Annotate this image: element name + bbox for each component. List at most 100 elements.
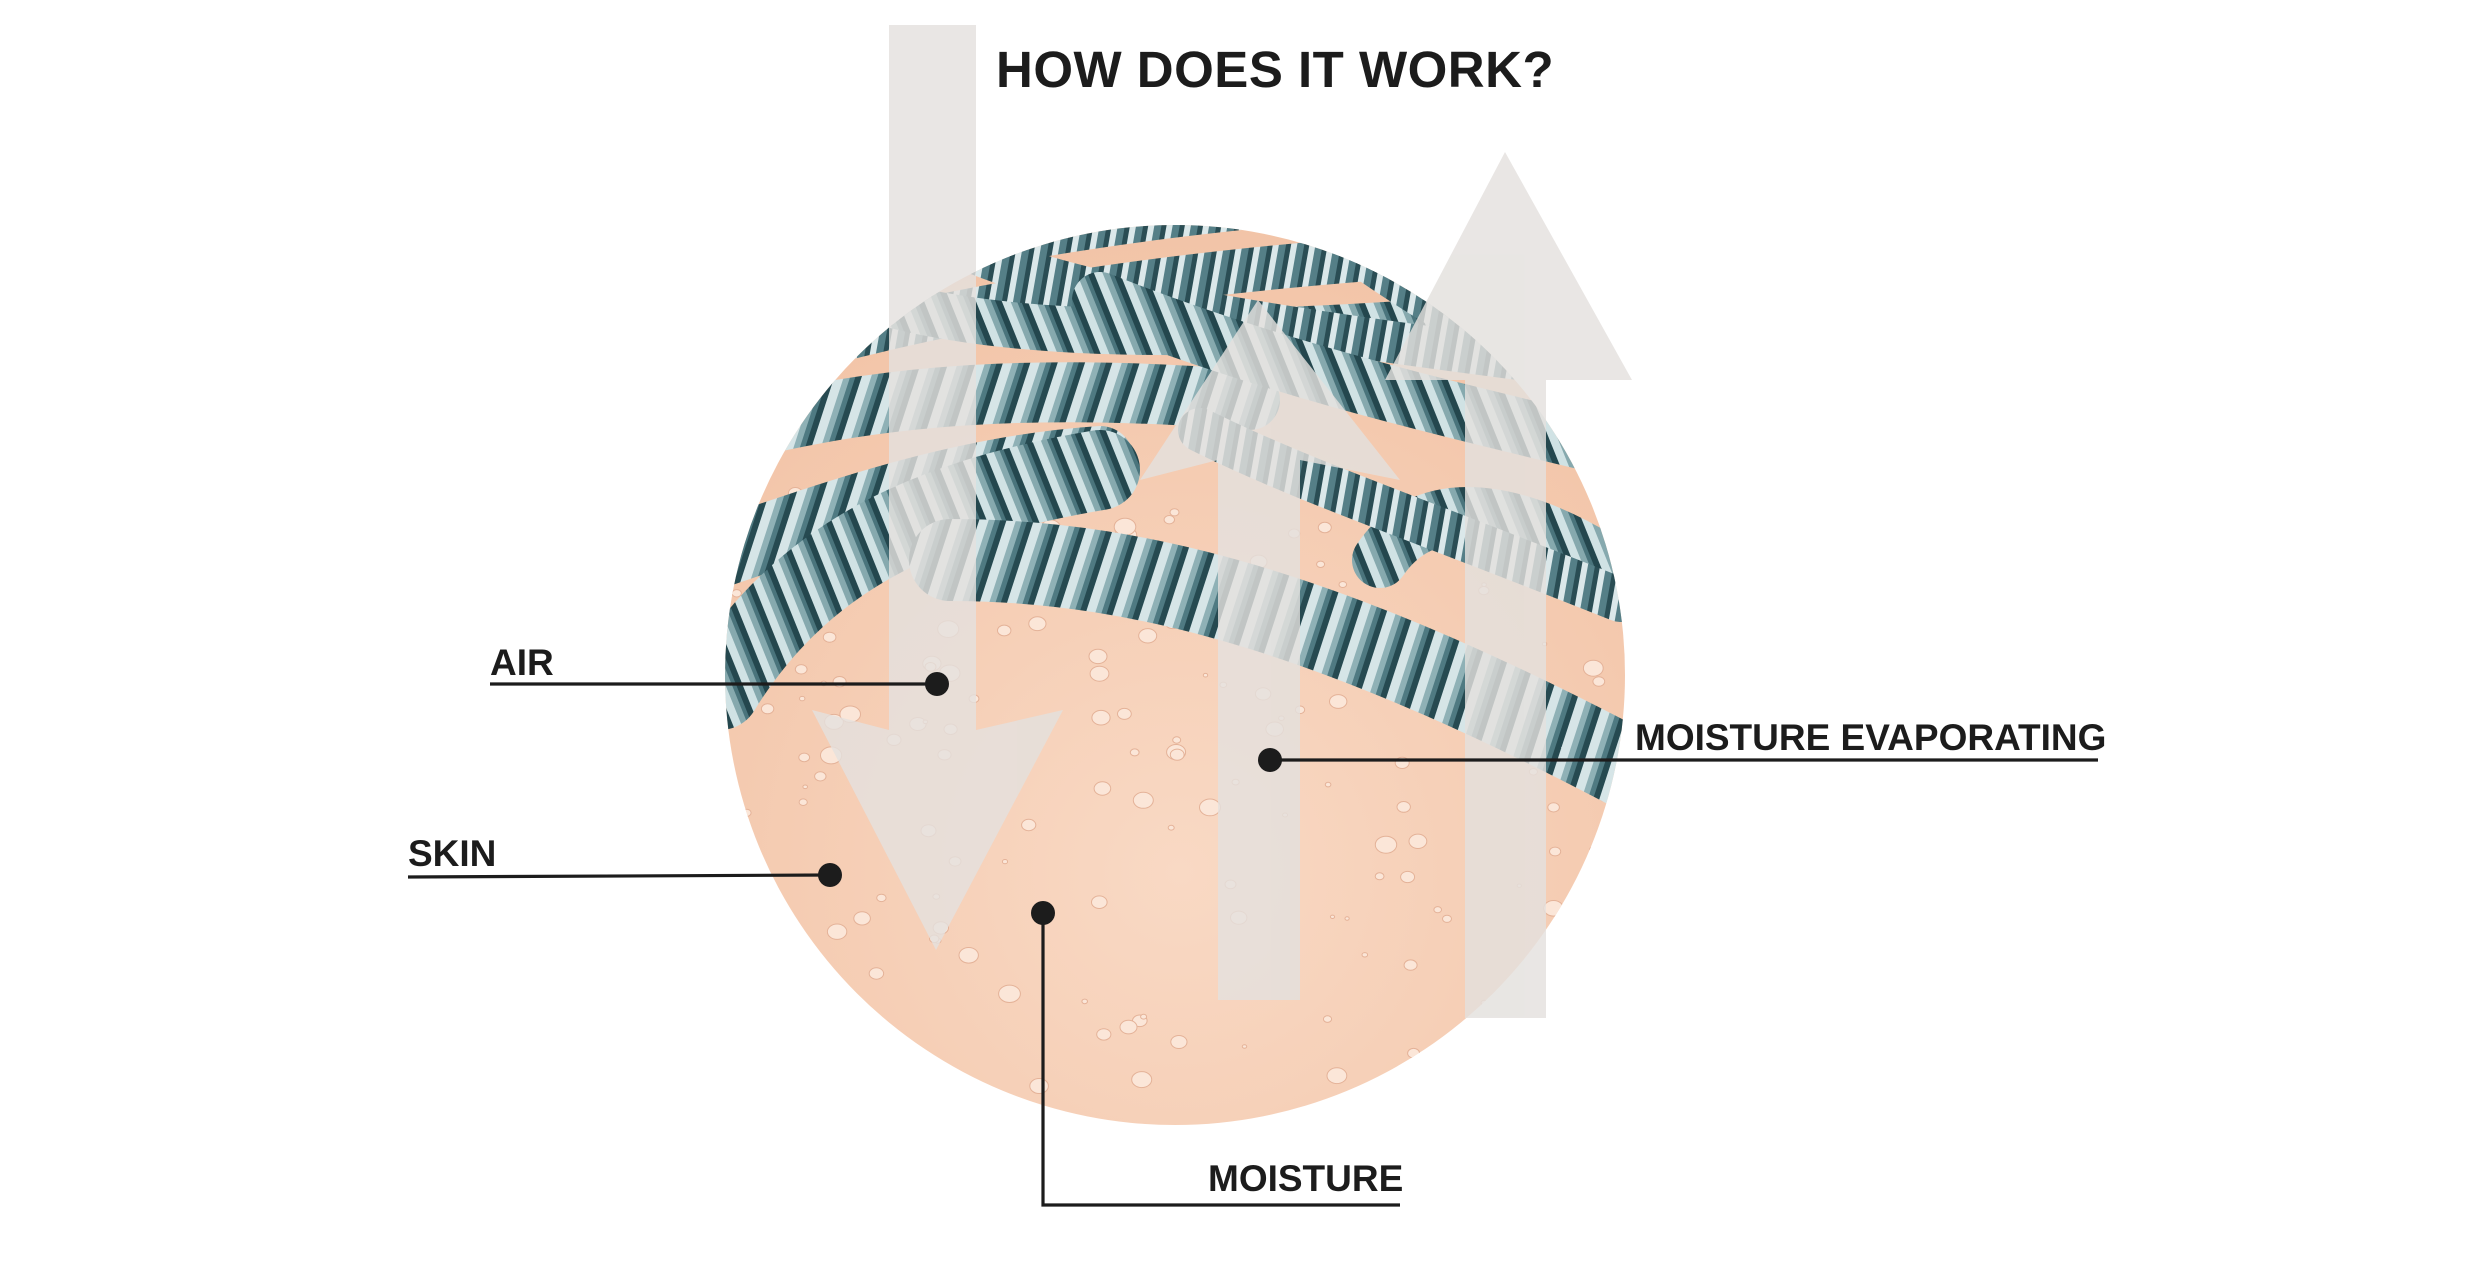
water-droplet — [729, 962, 742, 973]
water-droplet — [1169, 508, 1180, 517]
water-droplet — [1170, 1035, 1188, 1049]
leader-lines — [407, 682, 2098, 1207]
water-droplet — [1163, 515, 1176, 525]
water-droplet — [814, 771, 827, 782]
water-droplet — [1600, 1046, 1622, 1063]
water-droplet — [1589, 846, 1597, 853]
skin-label: SKIN — [408, 833, 497, 874]
air-marker-dot — [925, 672, 949, 696]
water-droplet — [1599, 853, 1611, 863]
water-droplet — [731, 589, 742, 598]
water-droplet — [760, 703, 775, 715]
water-droplet — [1338, 581, 1348, 588]
water-droplet — [784, 1018, 801, 1032]
water-droplet — [1096, 1028, 1112, 1041]
water-droplet — [725, 861, 727, 868]
moisture-up-arrow-small — [1140, 300, 1400, 1000]
water-droplet — [725, 1080, 732, 1094]
water-droplet — [1113, 517, 1137, 536]
water-droplet — [794, 664, 808, 675]
water-droplet — [1199, 798, 1221, 817]
water-droplet — [1001, 859, 1009, 865]
water-droplet — [1119, 1019, 1138, 1035]
water-droplet — [1167, 824, 1175, 831]
moisture-label: MOISTURE — [1208, 1158, 1404, 1199]
water-droplet — [788, 1050, 798, 1059]
water-droplet — [1093, 781, 1112, 796]
water-droplet — [822, 631, 837, 643]
water-droplet — [798, 752, 811, 763]
water-droplet — [826, 923, 848, 940]
air-down-arrow — [812, 25, 1063, 950]
moisture-evaporating-label: MOISTURE EVAPORATING — [1635, 717, 2107, 758]
water-droplet — [1620, 865, 1625, 882]
water-droplet — [1088, 648, 1108, 665]
air-label: AIR — [490, 642, 554, 683]
diagram-title: HOW DOES IT WORK? — [996, 41, 1555, 98]
water-droplet — [958, 947, 979, 964]
skin-leader-line — [407, 873, 831, 879]
water-droplet — [1626, 999, 1644, 1013]
moisture-marker-dot — [1031, 901, 1055, 925]
water-droplet — [1374, 835, 1398, 854]
water-droplet — [1592, 676, 1606, 687]
water-droplet — [1081, 998, 1088, 1005]
water-droplet — [1549, 846, 1562, 857]
water-droplet — [1442, 914, 1452, 923]
water-droplet — [725, 943, 735, 955]
water-droplet — [1140, 1013, 1148, 1020]
water-droplet — [1597, 966, 1620, 985]
water-droplet — [1117, 707, 1132, 720]
water-droplet — [1374, 872, 1385, 881]
water-droplet — [853, 911, 871, 926]
moisture-up-arrow-large — [1385, 152, 1632, 1018]
water-droplet — [997, 624, 1012, 637]
moisture-evaporating-marker-dot — [1258, 748, 1282, 772]
skin-marker-dot — [818, 863, 842, 887]
water-droplet — [1637, 487, 1641, 491]
water-droplet — [1628, 886, 1635, 891]
water-droplet — [1543, 900, 1564, 917]
water-droplet — [1326, 1067, 1348, 1085]
water-droplet — [1241, 1044, 1248, 1049]
water-droplet — [1329, 694, 1348, 709]
water-droplet — [1172, 736, 1182, 744]
water-droplet — [741, 808, 752, 817]
water-droplet — [799, 695, 806, 702]
water-droplet — [1400, 870, 1416, 884]
water-droplet — [1169, 748, 1185, 761]
water-droplet — [1138, 628, 1158, 644]
water-droplet — [1606, 1030, 1616, 1038]
water-droplet — [1361, 952, 1369, 958]
water-droplet — [1530, 1062, 1542, 1073]
water-droplet — [1028, 616, 1047, 632]
water-droplet — [1344, 916, 1350, 921]
water-droplet — [1588, 476, 1600, 486]
moisture-leader-line — [1041, 913, 1400, 1207]
water-droplet — [1436, 1041, 1452, 1054]
water-droplet — [1396, 801, 1411, 813]
water-droplet — [1407, 1047, 1421, 1059]
water-droplet — [1547, 802, 1560, 813]
leader-dots — [818, 672, 1282, 925]
water-droplet — [1433, 906, 1442, 914]
water-droplet — [754, 1053, 778, 1072]
water-droplet — [1132, 791, 1154, 809]
water-droplet — [998, 984, 1021, 1003]
water-droplet — [725, 776, 727, 788]
water-droplet — [1324, 781, 1332, 788]
airflow-arrows — [812, 25, 1632, 1018]
water-droplet — [1202, 672, 1209, 678]
water-droplet — [802, 784, 809, 790]
water-droplet — [1322, 1015, 1333, 1023]
water-droplet — [1021, 818, 1037, 832]
water-droplet — [876, 893, 887, 903]
water-droplet — [1584, 972, 1597, 983]
water-droplet — [1129, 748, 1140, 757]
water-droplet — [868, 967, 885, 980]
water-droplet — [1091, 895, 1108, 910]
water-droplet — [1317, 521, 1332, 534]
water-droplet — [1582, 659, 1604, 677]
water-droplet — [1408, 833, 1428, 849]
